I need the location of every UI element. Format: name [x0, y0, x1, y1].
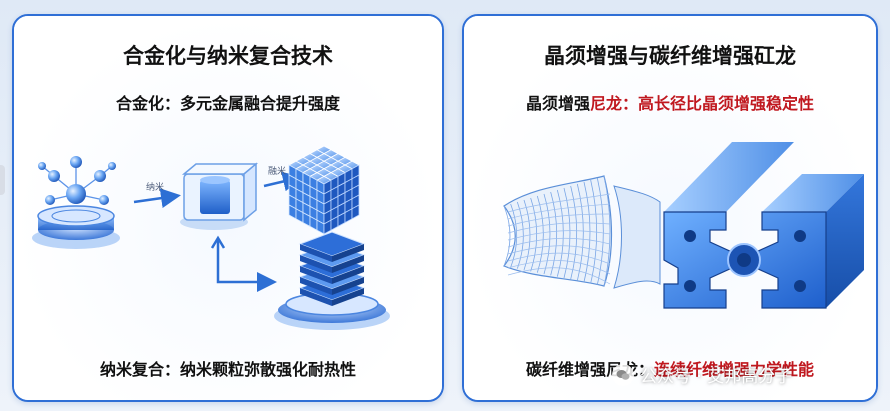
watermark-text: 公众号 · 艾邦高分子	[640, 367, 793, 387]
subtitle-highlight: 尼龙：高长径比晶须增强稳定性	[590, 94, 815, 113]
arrow-right-icon	[133, 188, 181, 209]
arrow-label-nano: 纳米	[146, 181, 164, 193]
carbon-fiber-profile-icon	[663, 142, 864, 309]
whisker-subtitle: 晶须增强尼龙：高长径比晶须增强稳定性	[464, 90, 876, 114]
atom-cluster-icon	[32, 156, 120, 249]
grid-cube-icon	[288, 145, 360, 235]
panel-title: 晶须增强与碳纤维增强矼龙	[544, 44, 796, 68]
arrow-up-icon	[210, 235, 226, 249]
alloying-subtitle: 合金化：多元金属融合提升强度	[14, 90, 442, 114]
alloy-illustration: 纳米 融米	[32, 145, 390, 330]
subtitle-prefix: 晶须增强	[525, 94, 590, 113]
subtitle-prefix: 合金化：	[115, 94, 180, 113]
wechat-icon	[612, 363, 634, 386]
whisker-carbon-panel: 晶须增强与碳纤维增强矼龙 晶须增强尼龙：高长径比晶须增强稳定性	[462, 14, 878, 402]
arrow-connector-icon	[216, 240, 277, 292]
caption-highlight: 连续纤维增强力学性能	[654, 360, 815, 379]
whisker-mesh-icon	[503, 175, 661, 289]
edge-handle	[0, 165, 5, 195]
panel-title: 合金化与纳米复合技术	[123, 44, 333, 68]
caption-prefix: 纳米复合：	[99, 360, 180, 379]
glass-cube-icon	[180, 162, 259, 230]
caption-text: 纳米颗粒弥散强化耐热性	[180, 360, 357, 379]
alloy-nano-panel: 合金化与纳米复合技术 合金化：多元金属融合提升强度	[12, 14, 444, 402]
watermark: 公众号 · 艾邦高分子	[612, 362, 792, 387]
fiber-illustration	[503, 142, 864, 309]
nano-composite-caption: 纳米复合：纳米颗粒弥散强化耐热性	[14, 356, 442, 380]
arrow-label-fusion: 融米	[268, 165, 286, 177]
subtitle-text: 多元金属融合提升强度	[180, 94, 341, 113]
layered-stack-icon	[274, 231, 390, 330]
